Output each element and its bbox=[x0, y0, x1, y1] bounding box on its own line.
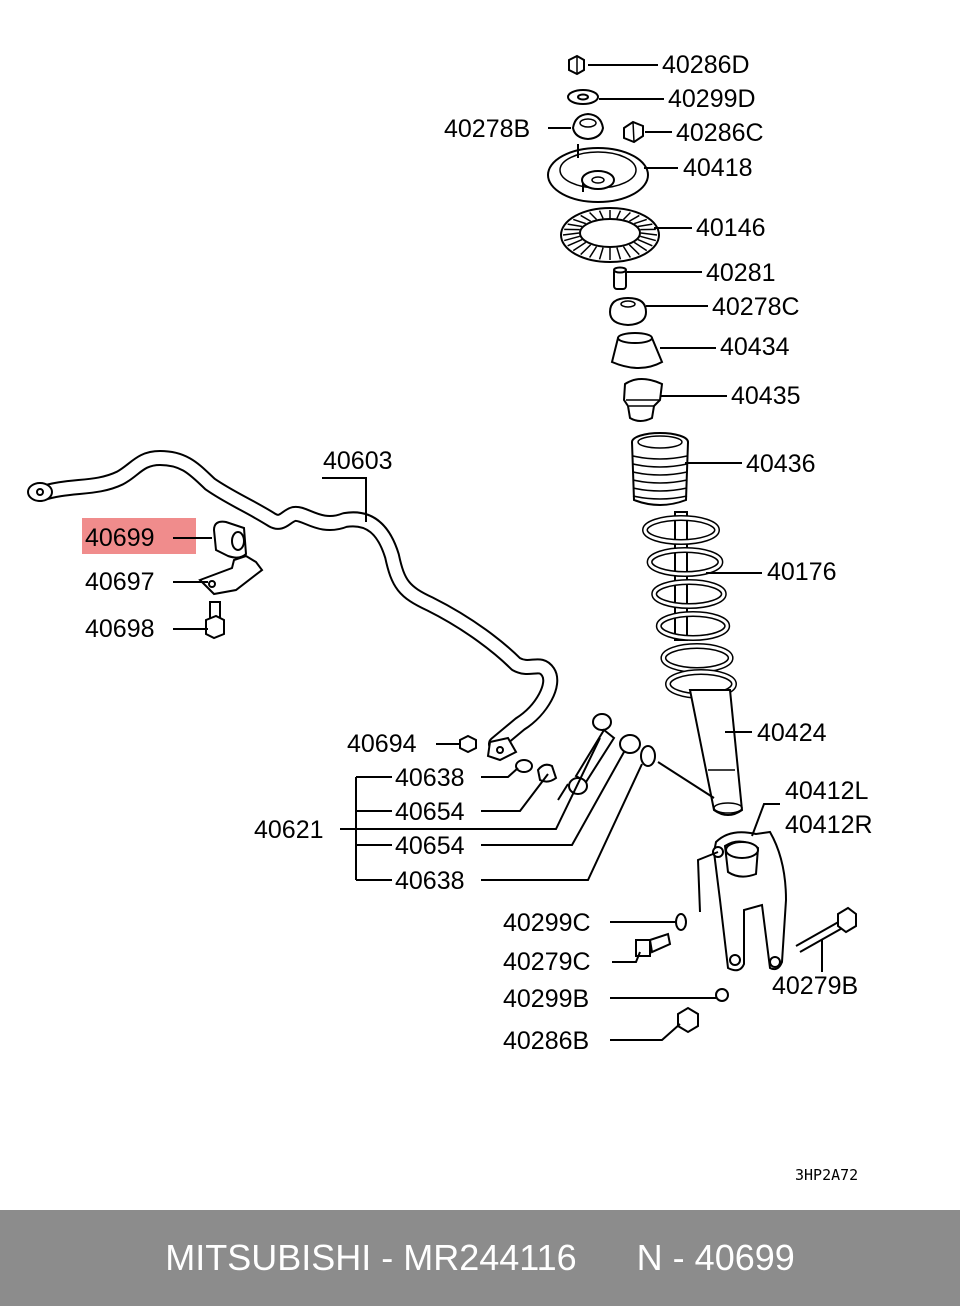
part-40299B-washer bbox=[715, 988, 729, 1002]
label-40697: 40697 bbox=[85, 568, 155, 596]
label-40654-lower: 40654 bbox=[395, 832, 465, 860]
label-40654-upper: 40654 bbox=[395, 798, 465, 826]
part-40436-dust-boot bbox=[631, 432, 689, 506]
highlight-box bbox=[82, 518, 196, 554]
part-40299D-washer bbox=[567, 89, 599, 105]
label-40279B: 40279B bbox=[772, 972, 858, 1000]
label-40412L: 40412L bbox=[785, 777, 869, 805]
label-40299C: 40299C bbox=[503, 909, 591, 937]
label-40603: 40603 bbox=[323, 447, 393, 475]
label-40638-lower: 40638 bbox=[395, 867, 465, 895]
part-40299C-washer bbox=[675, 913, 687, 931]
label-40418: 40418 bbox=[683, 154, 753, 182]
label-40412R: 40412R bbox=[785, 811, 873, 839]
part-40694-nut bbox=[459, 734, 477, 754]
part-40697-bracket bbox=[198, 554, 264, 596]
part-40434-cup bbox=[610, 332, 664, 369]
label-40286D: 40286D bbox=[662, 51, 750, 79]
label-40621: 40621 bbox=[254, 816, 324, 844]
parts-diagram: 40286D 40299D 40278B 40286C 40418 40146 … bbox=[27, 51, 873, 1184]
label-40278C: 40278C bbox=[712, 293, 800, 321]
part-40146-spring-seat bbox=[560, 207, 660, 263]
part-40412-knuckle bbox=[712, 830, 788, 972]
part-40286B-nut bbox=[677, 1006, 699, 1034]
part-40424-strut bbox=[688, 689, 744, 816]
label-40278B: 40278B bbox=[444, 115, 530, 143]
diagram-code: 3HP2A72 bbox=[795, 1166, 858, 1184]
part-40176-coil-spring bbox=[642, 511, 737, 699]
part-40286C-nut bbox=[623, 120, 644, 144]
label-40299B: 40299B bbox=[503, 985, 589, 1013]
label-40299D: 40299D bbox=[668, 85, 756, 113]
part-40418-top-mount bbox=[547, 144, 649, 203]
label-40436: 40436 bbox=[746, 450, 816, 478]
part-40603-stabilizer-bar bbox=[27, 450, 559, 762]
part-40286D-nut bbox=[568, 54, 585, 76]
label-40286B: 40286B bbox=[503, 1027, 589, 1055]
label-40435: 40435 bbox=[731, 382, 801, 410]
part-40279C-bolt bbox=[635, 932, 672, 957]
label-40146: 40146 bbox=[696, 214, 766, 242]
label-40638-upper: 40638 bbox=[395, 764, 465, 792]
label-40694: 40694 bbox=[347, 730, 417, 758]
part-40279B-bolt bbox=[795, 906, 857, 953]
label-40424: 40424 bbox=[757, 719, 827, 747]
label-40699: 40699 bbox=[85, 524, 155, 552]
label-40176: 40176 bbox=[767, 558, 837, 586]
label-40434: 40434 bbox=[720, 333, 790, 361]
label-40279C: 40279C bbox=[503, 948, 591, 976]
label-40281: 40281 bbox=[706, 259, 776, 287]
label-40698: 40698 bbox=[85, 615, 155, 643]
part-40278B-bushing bbox=[571, 112, 605, 141]
part-40699-bushing bbox=[212, 520, 248, 559]
footer-bar: MITSUBISHI - MR244116 N - 40699 bbox=[0, 1210, 960, 1306]
footer-text: MITSUBISHI - MR244116 N - 40699 bbox=[165, 1237, 795, 1278]
part-40698-bolt bbox=[205, 601, 225, 640]
leader-lines bbox=[173, 64, 823, 1041]
part-40435-bump-stop bbox=[622, 378, 664, 422]
part-40278C-bushing bbox=[608, 296, 648, 327]
part-40281-sleeve bbox=[613, 266, 627, 290]
label-40286C: 40286C bbox=[676, 119, 764, 147]
